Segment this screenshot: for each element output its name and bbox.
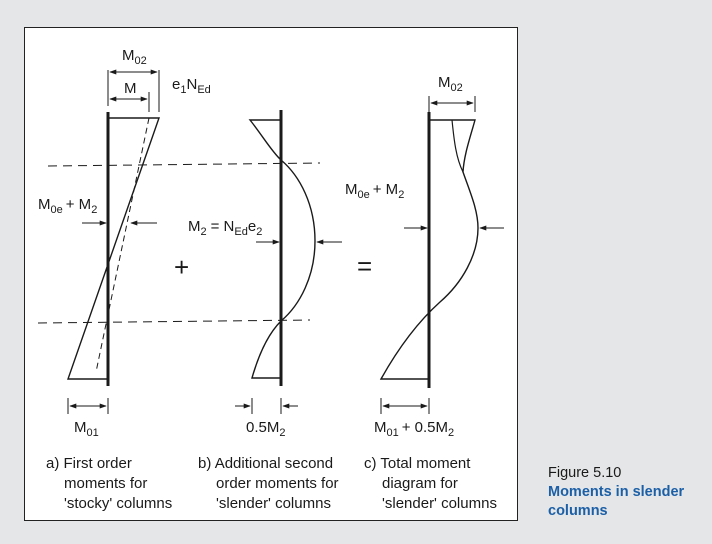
panel-b-diagram	[235, 110, 342, 414]
caption-c-line-1: Total moment	[380, 455, 471, 472]
caption-a: a) First order	[46, 454, 132, 474]
plus-operator: +	[174, 252, 189, 282]
dashed-guide-upper	[47, 162, 321, 167]
label-05m2-b: 0.5M2	[246, 419, 285, 439]
caption-a-marker: a)	[46, 455, 60, 472]
caption-b-marker: b)	[198, 455, 212, 472]
dashed-guide-lower	[37, 319, 311, 324]
panel-a-diagram	[67, 69, 160, 414]
caption-a-line-3: 'stocky' columns	[64, 495, 173, 512]
label-m0e-m2-c: M0e+ M2	[345, 181, 404, 201]
caption-a-line-1: First order	[63, 455, 132, 472]
caption-c-line-2: diagram for	[382, 475, 458, 492]
label-m0e-m2-a: M0e+ M2	[38, 196, 97, 216]
moment-diagram-c	[379, 119, 479, 380]
label-m02-c: M02	[438, 74, 463, 94]
panel-c-diagram	[379, 96, 504, 414]
caption-a-line-2: moments for	[64, 475, 148, 492]
label-m02-a: M02	[122, 47, 147, 67]
diagram-panel	[24, 27, 518, 521]
equals-operator: =	[357, 251, 372, 281]
caption-b: b) Additional second	[198, 454, 333, 474]
label-m01-a: M01	[74, 419, 99, 439]
moment-diagram-a	[67, 117, 160, 380]
figure-title: Moments in slender columns	[548, 484, 685, 519]
moment-diagram-b	[248, 119, 316, 379]
caption-b-line-2: order moments for	[216, 475, 339, 492]
label-eccentricity-a: e1NEd	[172, 76, 211, 96]
figure-number: Figure 5.10	[548, 465, 622, 481]
eccentricity-dashed-line	[95, 117, 150, 373]
caption-c-line-3: 'slender' columns	[382, 495, 497, 512]
label-m2-eq-b: M2= NEde2	[188, 218, 262, 238]
caption-c-marker: c)	[364, 455, 377, 472]
first-order-line-c	[451, 119, 464, 173]
caption-b-line-1: Additional second	[214, 455, 334, 472]
label-m01-05m2-c: M01+ 0.5M2	[374, 419, 454, 439]
caption-b-line-3: 'slender' columns	[216, 495, 331, 512]
caption-c: c) Total moment	[364, 454, 470, 474]
label-m-inner-a: M	[124, 80, 137, 97]
